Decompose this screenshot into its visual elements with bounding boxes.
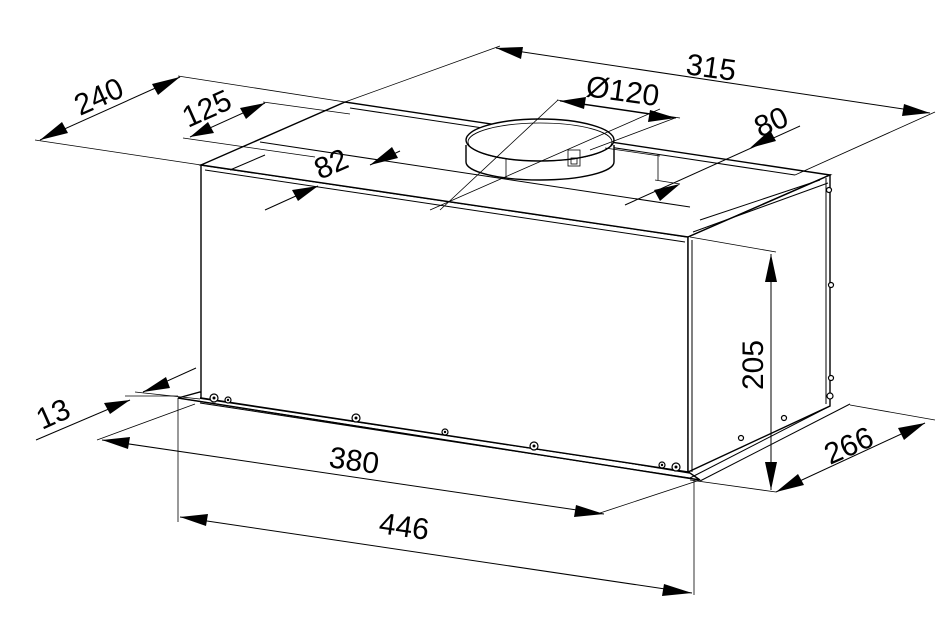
dim-446: 446 [177,398,695,596]
dim-266-label: 266 [819,421,878,472]
dim-380: 380 [96,403,701,517]
dim-315: 315 [344,45,936,176]
duct-collar [465,118,615,181]
dim-380-label: 380 [327,441,381,481]
dim-13-label: 13 [31,393,75,437]
dim-205: 205 [689,236,777,493]
dim-240-label: 240 [69,72,128,123]
dim-125-label: 125 [177,84,236,135]
dim-205-label: 205 [737,340,770,390]
dim-446-label: 446 [377,507,431,547]
dim-315-label: 315 [684,48,738,88]
dim-80-label: 80 [749,101,793,145]
dim-13: 13 [31,367,201,441]
front-screws [209,186,835,472]
